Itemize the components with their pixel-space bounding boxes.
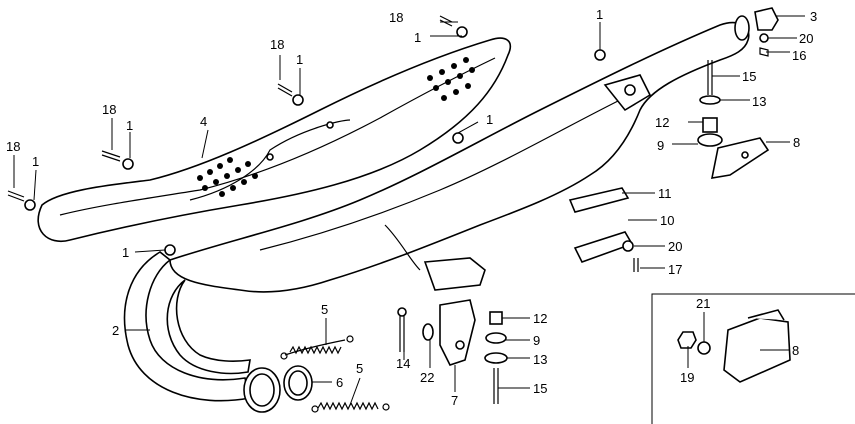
callout-1-far-left: 1: [32, 154, 39, 169]
callout-20-upper: 20: [799, 31, 813, 46]
callout-11: 11: [658, 186, 672, 201]
callout-5-lower: 5: [356, 361, 363, 376]
heat-shield: [37, 37, 512, 243]
callout-14: 14: [396, 356, 410, 371]
callout-17: 17: [668, 262, 682, 277]
callout-20-lower: 20: [668, 239, 682, 254]
callout-13-lower: 13: [533, 352, 547, 367]
inset-detail-box: [651, 293, 855, 424]
callout-15-lower: 15: [533, 381, 547, 396]
callout-15-upper: 15: [742, 69, 756, 84]
callout-18-left: 18: [102, 102, 116, 117]
shield-vent-holes: [197, 57, 475, 197]
callout-13-upper: 13: [752, 94, 766, 109]
callout-6: 6: [336, 375, 343, 390]
gasket: [283, 365, 313, 401]
callout-9-upper: 9: [657, 138, 664, 153]
callout-18-mid: 18: [270, 37, 284, 52]
callout-7: 7: [451, 393, 458, 408]
spring-lower: [311, 401, 390, 413]
callout-19: 19: [680, 370, 694, 385]
callout-1-lower-left: 1: [122, 245, 129, 260]
bolts-and-washers: [7, 7, 779, 404]
callout-8-inset: 8: [792, 343, 799, 358]
callout-18-far-left: 18: [6, 139, 20, 154]
callout-labels: 3 20 16 15 13 12 9 8 11 10 20 17 1 18 1 …: [6, 7, 817, 408]
callout-8-upper: 8: [793, 135, 800, 150]
callout-1-top-right: 1: [596, 7, 603, 22]
callout-22: 22: [420, 370, 434, 385]
callout-3: 3: [810, 9, 817, 24]
callout-5-upper: 5: [321, 302, 328, 317]
callout-12-lower: 12: [533, 311, 547, 326]
callout-1-center: 1: [486, 112, 493, 127]
callout-21: 21: [696, 296, 710, 311]
muffler: [123, 15, 750, 413]
callout-1-top: 1: [414, 30, 421, 45]
callout-1-mid: 1: [296, 52, 303, 67]
callout-1-left: 1: [126, 118, 133, 133]
callout-9-lower: 9: [533, 333, 540, 348]
callout-10: 10: [660, 213, 674, 228]
spring-upper: [280, 335, 354, 360]
leader-lines: [13, 15, 805, 406]
callout-2: 2: [112, 323, 119, 338]
callout-12-upper: 12: [655, 115, 669, 130]
callout-4: 4: [200, 114, 207, 129]
callout-16: 16: [792, 48, 806, 63]
callout-18-top: 18: [389, 10, 403, 25]
